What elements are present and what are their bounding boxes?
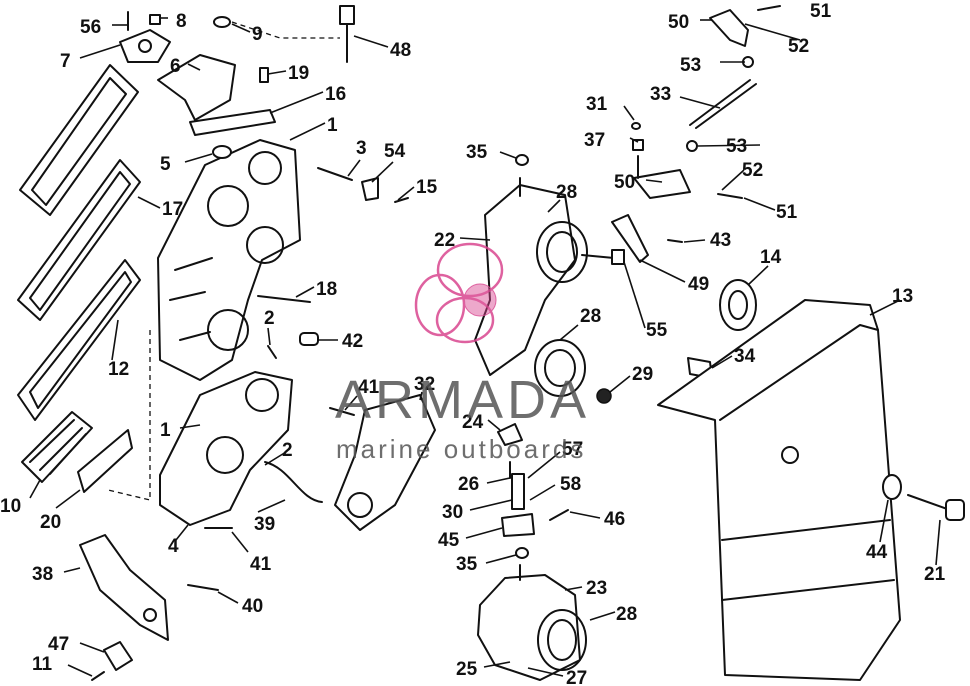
callout-23: 23 [586, 578, 607, 599]
callout-57: 57 [562, 439, 583, 460]
callout-52-mid: 52 [742, 160, 763, 181]
bracket-38 [79, 534, 169, 641]
carburetor-upper [474, 177, 588, 397]
callout-43: 43 [710, 230, 731, 251]
callout-50-mid: 50 [614, 172, 635, 193]
linkage-parts [515, 5, 781, 265]
callout-1-upper: 1 [327, 115, 338, 136]
callout-7: 7 [60, 51, 71, 72]
callout-8: 8 [176, 11, 187, 32]
callout-28-bottom: 28 [616, 604, 637, 625]
callout-18: 18 [316, 279, 337, 300]
callout-39: 39 [254, 514, 275, 535]
dashed-guides [107, 21, 340, 501]
seal-14 [719, 279, 757, 331]
callout-45: 45 [438, 530, 460, 551]
nut-29 [596, 388, 612, 404]
leader-lines [29, 17, 941, 677]
callout-44: 44 [866, 542, 888, 563]
callout-4: 4 [168, 536, 179, 557]
clip-47 [103, 641, 133, 671]
callout-33: 33 [650, 84, 671, 105]
callout-56: 56 [80, 17, 101, 38]
callout-52-top: 52 [788, 36, 809, 57]
callout-14: 14 [760, 247, 782, 268]
crankcase-upper [157, 139, 301, 381]
callout-48: 48 [390, 40, 411, 61]
air-silencer-cover [657, 299, 901, 681]
carburetor-lower [477, 564, 587, 681]
callout-2-lower: 2 [282, 440, 293, 461]
screw-21 [907, 494, 965, 521]
watermark-brand: ARMADA [335, 370, 590, 430]
callout-34: 34 [734, 346, 756, 367]
gasket-lower [17, 259, 141, 421]
callout-51-top: 51 [810, 1, 832, 22]
callout-6: 6 [170, 56, 181, 77]
callout-3: 3 [356, 138, 367, 159]
callout-40: 40 [242, 596, 263, 617]
callout-42: 42 [342, 331, 363, 352]
callout-19: 19 [288, 63, 309, 84]
callout-16: 16 [325, 84, 346, 105]
propeller-logo [414, 242, 504, 344]
callout-22: 22 [434, 230, 455, 251]
callout-54: 54 [384, 141, 406, 162]
reed-valve [21, 411, 93, 483]
callout-26: 26 [458, 474, 479, 495]
callout-58: 58 [560, 474, 581, 495]
callout-1-lower: 1 [160, 420, 171, 441]
callout-46: 46 [604, 509, 625, 530]
callout-50-top: 50 [668, 12, 689, 33]
callout-29: 29 [632, 364, 653, 385]
callout-38: 38 [32, 564, 53, 585]
callout-35-bottom: 35 [456, 554, 478, 575]
callout-12: 12 [108, 359, 129, 380]
callout-17: 17 [162, 199, 183, 220]
reed-plate [77, 429, 133, 493]
bolt-48 [339, 5, 355, 63]
callout-28-mid: 28 [580, 306, 601, 327]
callout-53-mid: 53 [726, 136, 747, 157]
callout-5: 5 [160, 154, 171, 175]
callout-labels: 56 8 9 48 7 6 19 16 1 3 54 5 15 17 18 2 … [0, 1, 946, 686]
callout-55: 55 [646, 320, 668, 341]
callout-9: 9 [252, 24, 263, 45]
callout-15: 15 [416, 177, 438, 198]
leaf-spring-bracket [119, 29, 276, 136]
callout-13: 13 [892, 286, 913, 307]
callout-25: 25 [456, 659, 478, 680]
callout-32: 32 [414, 374, 435, 395]
callout-11: 11 [32, 654, 53, 675]
callout-41-lower: 41 [250, 554, 272, 575]
callout-49: 49 [688, 274, 709, 295]
gasket-upper [17, 64, 141, 321]
callout-51-mid: 51 [776, 202, 798, 223]
washer-44 [882, 474, 902, 500]
choke-parts [497, 423, 569, 559]
callout-27: 27 [566, 668, 587, 686]
watermark-tagline: marine outboards [336, 434, 586, 464]
callout-37: 37 [584, 130, 605, 151]
callout-47: 47 [48, 634, 69, 655]
callout-24: 24 [462, 412, 484, 433]
callout-53-top: 53 [680, 55, 701, 76]
callout-28-top: 28 [556, 182, 577, 203]
callout-30: 30 [442, 502, 463, 523]
callout-20: 20 [40, 512, 61, 533]
callout-2-upper: 2 [264, 308, 275, 329]
gasket-32 [334, 394, 436, 531]
armada-watermark: ARMADA marine outboards [335, 242, 590, 464]
callout-10: 10 [0, 496, 21, 517]
callout-31: 31 [586, 94, 608, 115]
callout-35-top: 35 [466, 142, 488, 163]
callout-41-upper: 41 [358, 377, 380, 398]
callout-21: 21 [924, 564, 946, 585]
crankcase-lower [159, 371, 293, 526]
small-fasteners [91, 11, 409, 681]
